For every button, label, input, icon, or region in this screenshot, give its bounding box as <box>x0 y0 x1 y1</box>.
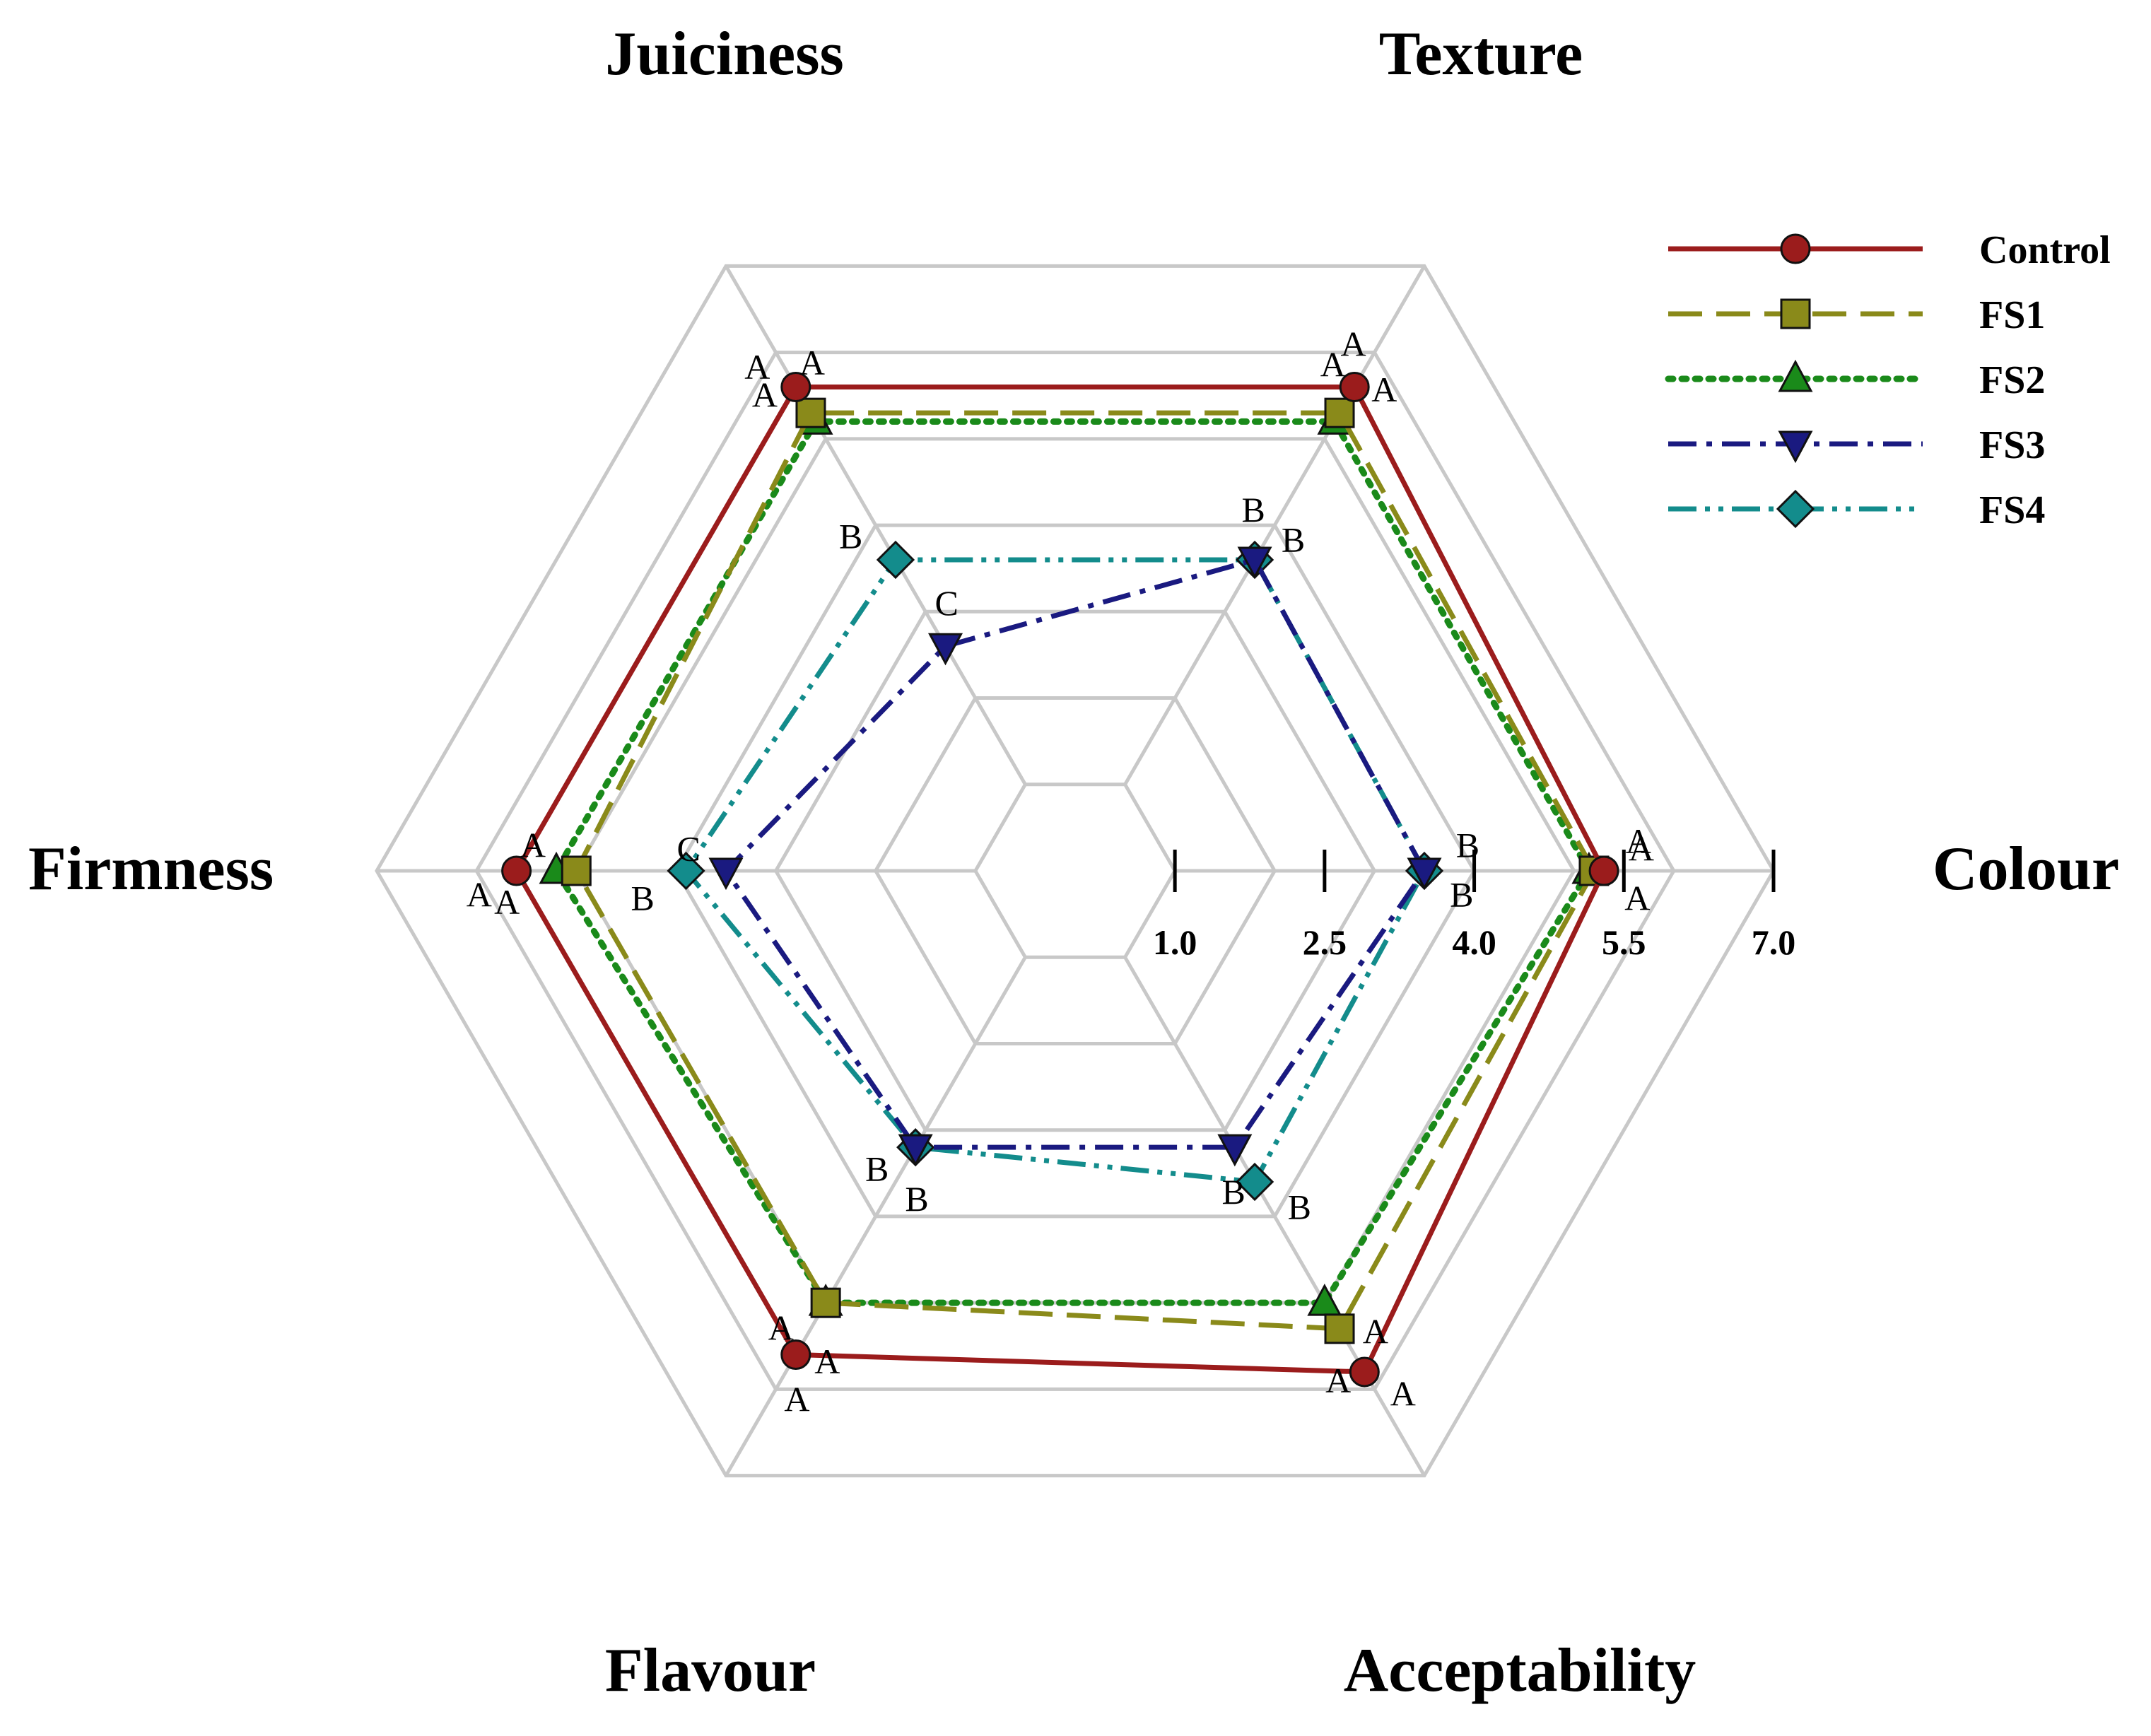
legend-item-control: Control <box>1668 228 2111 272</box>
legend-label-fs2: FS2 <box>1979 358 2045 402</box>
axis-title-colour: Colour <box>1933 835 2119 903</box>
significance-letter-control: A <box>784 1379 809 1419</box>
data-point-fs4-firmness <box>667 851 705 891</box>
data-point-control-firmness <box>501 855 532 886</box>
significance-letter-fs4: B <box>631 879 654 918</box>
legend-item-fs2: FS2 <box>1665 358 2045 402</box>
data-point-fs3-firmness <box>708 857 744 891</box>
significance-letter-fs4: B <box>1241 490 1265 529</box>
significance-letter-fs2: A <box>1320 344 1346 384</box>
legend-marker-fs4 <box>1776 489 1815 529</box>
significance-letter-control: A <box>1341 324 1366 364</box>
data-series <box>501 371 1619 1388</box>
series-fs3 <box>708 546 1442 1167</box>
significance-letter-fs3: C <box>676 829 700 869</box>
data-point-fs3-colour <box>1407 857 1442 891</box>
significance-letter-fs3: B <box>1222 1172 1246 1212</box>
significance-letter-fs2: A <box>814 1342 840 1381</box>
significance-letter-fs1: A <box>799 343 825 382</box>
legend-label-fs1: FS1 <box>1979 293 2045 337</box>
axis-title-firmness: Firmness <box>28 835 274 903</box>
grid-spoke-juiciness <box>724 265 1027 786</box>
significance-letter-fs2: A <box>494 882 520 922</box>
significance-letter-control: A <box>1390 1374 1416 1414</box>
significance-letter-fs3: C <box>934 583 958 623</box>
significance-letter-fs1: A <box>1624 879 1650 918</box>
axis-title-juiciness: Juiciness <box>605 20 843 88</box>
legend-item-fs4: FS4 <box>1668 488 2045 532</box>
data-point-control-acceptability <box>1349 1356 1380 1388</box>
data-point-fs3-juiciness <box>928 633 963 666</box>
legend-item-fs3: FS3 <box>1668 423 2045 467</box>
grid-spoke-acceptability <box>1123 956 1426 1477</box>
significance-letter-fs1: A <box>768 1308 794 1348</box>
significance-letter-control: A <box>1629 829 1654 869</box>
data-point-fs1-juiciness <box>795 397 826 428</box>
significance-letter-fs4: B <box>839 517 862 556</box>
axis-tick-label: 7.0 <box>1752 922 1796 962</box>
legend-marker-fs3 <box>1778 430 1813 464</box>
data-point-fs1-flavour <box>810 1287 841 1318</box>
data-point-control-flavour <box>780 1339 811 1371</box>
legend-label-control: Control <box>1979 228 2111 272</box>
axis-tick-label: 2.5 <box>1303 922 1347 962</box>
data-point-control-juiciness <box>780 371 811 402</box>
data-point-fs3-acceptability <box>1217 1134 1253 1167</box>
data-point-fs1-firmness <box>561 855 592 886</box>
data-point-fs4-acceptability <box>1235 1162 1274 1202</box>
legend-label-fs4: FS4 <box>1979 488 2045 532</box>
legend-item-fs1: FS1 <box>1668 293 2045 337</box>
significance-letter-fs1: A <box>1325 1361 1351 1400</box>
significance-letter-fs3: B <box>1450 874 1473 914</box>
legend-label-fs3: FS3 <box>1979 423 2045 467</box>
series-control <box>501 371 1619 1388</box>
significance-letter-fs2: A <box>1363 1311 1388 1351</box>
axis-tick-label: 4.0 <box>1452 922 1496 962</box>
grid-spoke-texture <box>1123 265 1426 786</box>
significance-letter-fs2: A <box>752 375 778 414</box>
legend-marker-fs1 <box>1780 298 1811 329</box>
grid-ring-1 <box>973 782 1178 959</box>
significance-letter-control: A <box>467 874 492 914</box>
data-point-fs1-acceptability <box>1324 1313 1355 1344</box>
significance-letter-fs4: B <box>905 1179 928 1219</box>
significance-letter-fs1: A <box>520 825 546 864</box>
significance-letter-fs2: A <box>1626 821 1651 861</box>
grid-spoke-flavour <box>724 956 1027 1477</box>
data-point-fs3-flavour <box>898 1134 933 1167</box>
axis-title-flavour: Flavour <box>605 1636 816 1705</box>
axis-tick-label: 1.0 <box>1153 922 1197 962</box>
axis-tick-label: 5.5 <box>1602 922 1646 962</box>
data-point-fs3-texture <box>1237 546 1272 580</box>
legend-marker-control <box>1780 233 1811 264</box>
data-point-fs4-juiciness <box>876 540 915 580</box>
axis-title-acceptability: Acceptability <box>1344 1636 1696 1705</box>
significance-letter-fs3: B <box>1282 520 1305 559</box>
significance-letter-fs4: B <box>1288 1187 1311 1226</box>
data-point-control-texture <box>1339 371 1370 402</box>
legend-marker-fs2 <box>1778 359 1813 392</box>
significance-letter-control: A <box>744 347 770 387</box>
axis-title-texture: Texture <box>1379 20 1583 88</box>
significance-letter-fs4: B <box>1456 825 1479 864</box>
significance-letter-fs1: A <box>1371 370 1397 409</box>
data-point-fs1-texture <box>1324 397 1355 428</box>
significance-letter-fs3: B <box>865 1149 889 1189</box>
data-point-control-colour <box>1588 855 1619 886</box>
radial-axis-ticks: 1.0 2.5 4.0 5.5 7.0 <box>1153 850 1795 962</box>
